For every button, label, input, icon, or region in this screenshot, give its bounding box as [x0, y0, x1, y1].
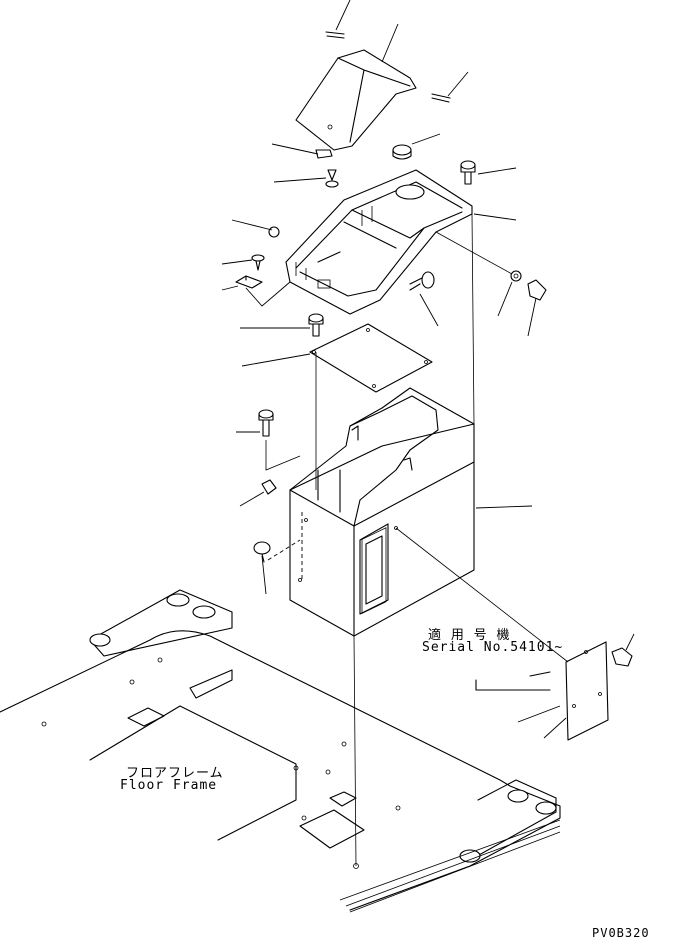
serial-number-label: Serial No.54101~: [422, 640, 564, 655]
knob-box-left: [253, 541, 271, 563]
floor-frame: [0, 589, 561, 913]
bracket-left: [235, 275, 263, 289]
lower-console-box: [289, 387, 475, 637]
rubber-cap: [392, 144, 412, 160]
bolt-side-plate: [611, 647, 633, 667]
drawing-code: PV0B320: [592, 926, 650, 940]
top-cover-lid: [295, 49, 417, 151]
clip: [315, 149, 333, 159]
serial-applicability-label: 適 用 号 機: [428, 628, 511, 643]
pin-top-right: [431, 93, 451, 103]
bolt-right-top: [460, 160, 476, 185]
cover-plate: [309, 323, 433, 393]
bolt-mid-left: [308, 313, 324, 337]
side-plate: [565, 641, 609, 741]
bolt-far-right: [527, 279, 547, 301]
screw-small: [325, 169, 339, 188]
screw-left: [251, 254, 265, 271]
floor-frame-label-en: Floor Frame: [120, 778, 218, 793]
plug-left: [268, 226, 280, 238]
bolt-housing-right: [409, 271, 435, 291]
clip-box-left: [261, 479, 277, 495]
bolt-box-left: [258, 409, 274, 437]
leader-lines: [221, 0, 635, 739]
washer: [510, 270, 522, 282]
upper-console-housing: [285, 169, 473, 315]
pin-top-left: [325, 31, 345, 39]
floor-frame-label-jp: フロアフレーム: [126, 766, 224, 781]
